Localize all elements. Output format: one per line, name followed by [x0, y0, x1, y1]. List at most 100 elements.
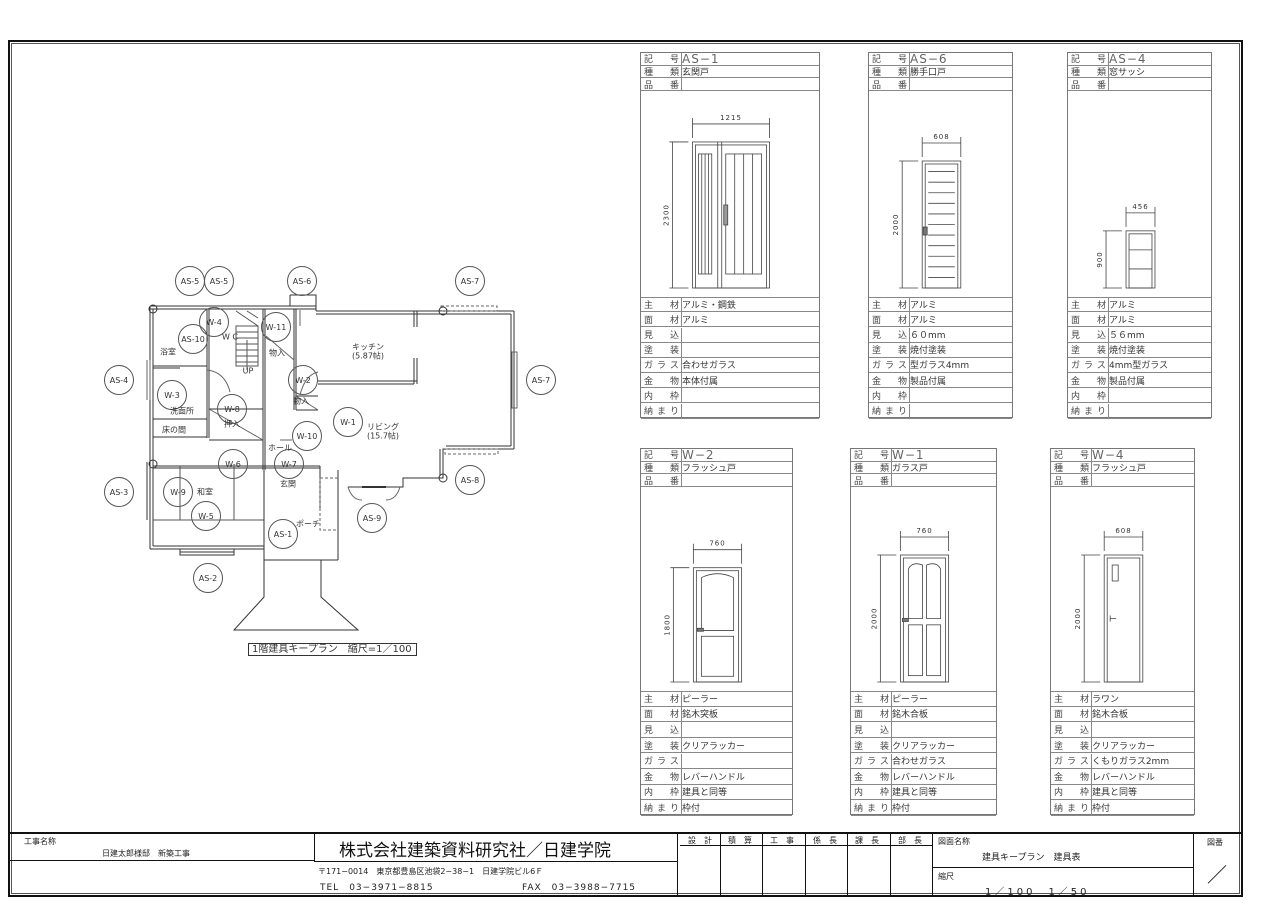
row-label: 塗 装: [869, 342, 910, 357]
row-label: 内 枠: [851, 784, 892, 800]
row-value: アルミ: [682, 315, 709, 326]
door-entrance-drawing: [692, 141, 770, 289]
row-value: AS−1: [682, 51, 720, 66]
row-value: 型ガラス4mm: [910, 361, 970, 372]
door-tag: W-1: [333, 407, 363, 437]
schedule-row-part-no: 品 番: [1051, 474, 1194, 488]
door-tag: W-10: [292, 421, 322, 451]
door-tag: W-11: [261, 312, 291, 342]
door-glass-drawing: [899, 554, 950, 683]
row-label: 主 材: [1051, 692, 1092, 706]
row-label: 見 込: [869, 327, 910, 342]
row-value: くもりガラス2mm: [1092, 757, 1170, 768]
room-label: リビング: [367, 422, 399, 432]
schedule-spec-row: 面 材銘木合板: [851, 706, 996, 723]
row-value: 銘木合板: [892, 710, 929, 721]
row-value: クリアラッカー: [892, 741, 956, 752]
row-label: 塗 装: [1068, 342, 1109, 357]
door-tag: AS-10: [178, 324, 208, 354]
width-dimension: 608: [933, 133, 949, 141]
schedule-row-type: 種 類フラッシュ戸: [1051, 461, 1194, 475]
height-dimension-line: [1081, 554, 1101, 683]
row-value: W−2: [682, 447, 715, 462]
room-label: UP: [242, 366, 254, 376]
schedule-spec-row: 納まり枠付: [851, 800, 996, 816]
row-value: 窓サッシ: [1109, 68, 1146, 79]
company-tel: TEL 03−3971−8815: [320, 883, 434, 893]
row-value: ピーラー: [682, 695, 719, 706]
row-value: アルミ・鋼鉄: [682, 301, 736, 312]
scale-label: 縮尺: [938, 872, 954, 881]
row-value: アルミ: [910, 315, 937, 326]
row-label: 内 枠: [1068, 388, 1109, 403]
row-value: 銘木合板: [1092, 710, 1129, 721]
schedule-spec-row: 主 材ピーラー: [851, 691, 996, 707]
room-label: 押入: [224, 419, 240, 429]
company-address: 〒171−0014 東京都豊島区池袋2−38−1 日建学院ビル6Ｆ: [318, 867, 544, 876]
schedule-spec-row: 塗 装クリアラッカー: [641, 737, 792, 754]
door-tag: AS-1: [268, 519, 298, 549]
schedule-spec-row: 塗 装焼付塗装: [1068, 342, 1211, 358]
row-label: 種 類: [869, 65, 910, 78]
approval-cell: [680, 832, 721, 897]
drawing-name: 建具キープラン 建具表: [982, 853, 1081, 863]
row-value: [682, 474, 792, 486]
schedule-spec-row: 見 込: [1051, 722, 1194, 738]
row-value: [1109, 388, 1211, 402]
width-dimension: 608: [1115, 527, 1131, 535]
height-dimension: 1800: [663, 614, 671, 636]
row-value: ５６mm: [1109, 331, 1145, 342]
door-tag: AS-8: [455, 465, 485, 495]
door-arched-drawing: [692, 567, 743, 683]
door-tag: AS-7: [455, 266, 485, 296]
schedule-spec-row: ガラス合わせガラス: [851, 753, 996, 770]
row-value: 枠付: [892, 804, 911, 815]
row-label: ガラス: [641, 753, 682, 769]
row-label: 納まり: [641, 800, 682, 815]
approval-label: 設 計: [688, 836, 712, 845]
row-label: ガラス: [851, 753, 892, 769]
width-dimension-line: [899, 531, 950, 552]
door-tag: AS-7: [526, 365, 556, 395]
window-as2: [179, 549, 235, 556]
height-dimension: 2300: [662, 204, 670, 226]
door-tag: AS-6: [287, 266, 317, 296]
room-label: キッチン: [352, 342, 384, 352]
row-label: 内 枠: [641, 784, 682, 800]
row-label: 見 込: [641, 722, 682, 737]
row-label: 主 材: [869, 298, 910, 312]
row-label: 塗 装: [641, 737, 682, 753]
door-tag: W-7: [274, 449, 304, 479]
row-label: 記 号: [641, 449, 682, 461]
schedule-spec-row: 内 枠建具と同等: [641, 784, 792, 801]
row-value: レバーハンドル: [1092, 772, 1155, 783]
row-label: 記 号: [869, 53, 910, 65]
schedule-spec-row: 内 枠建具と同等: [851, 784, 996, 801]
approval-label: 係 長: [813, 836, 837, 845]
row-label: 見 込: [1051, 722, 1092, 737]
height-dimension-line: [877, 554, 897, 683]
width-dimension-line: [692, 543, 743, 564]
schedule-spec-row: 納まり枠付: [641, 800, 792, 816]
wall-tokonoma: [153, 408, 263, 441]
row-value: [682, 328, 819, 342]
schedule-spec-row: 納まり: [869, 403, 1012, 419]
window-as3: [146, 462, 151, 520]
approval-label: 積 算: [728, 836, 752, 845]
schedule-spec-row: 主 材アルミ: [1068, 297, 1211, 313]
door-tag: W-3: [157, 380, 187, 410]
approval-cell: [847, 832, 891, 897]
door-louver-drawing: [921, 160, 962, 289]
row-label: 品 番: [1068, 78, 1109, 91]
row-value: [1092, 722, 1194, 737]
row-label: 主 材: [1068, 298, 1109, 312]
door-as9-swing: [347, 486, 401, 501]
row-value: [910, 78, 1012, 90]
scale-value: 1／100 1／50: [985, 887, 1090, 898]
schedule-spec-row: 塗 装クリアラッカー: [851, 737, 996, 754]
